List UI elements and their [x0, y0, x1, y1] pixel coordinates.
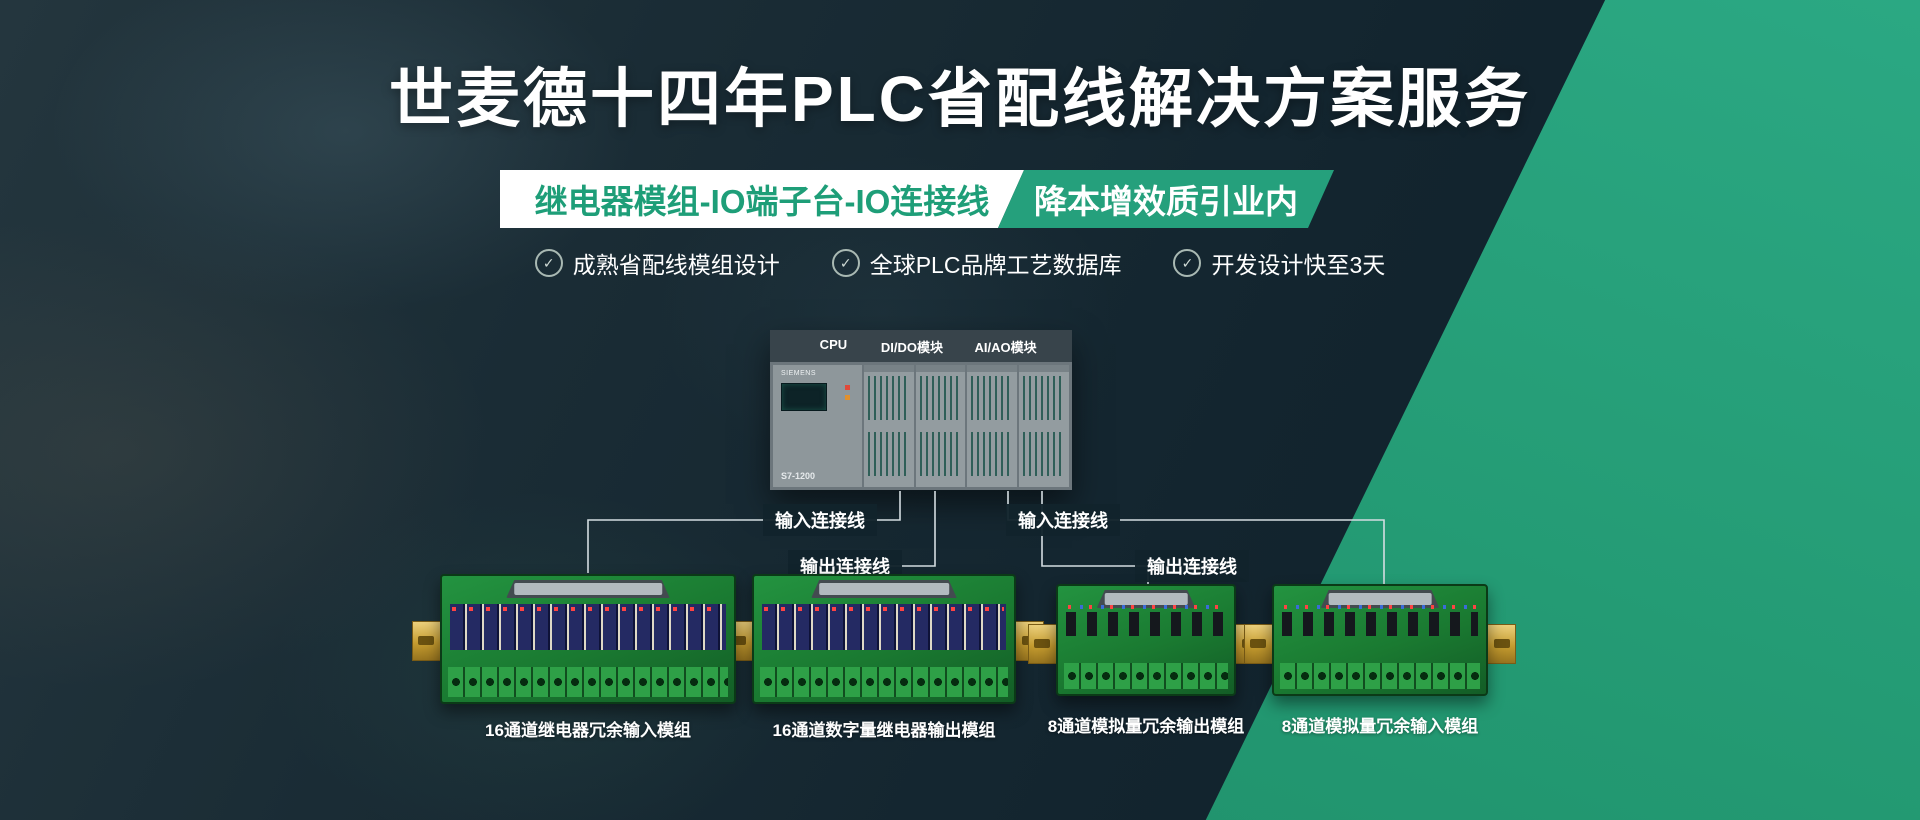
- module-caption: 8通道模拟量冗余输入模组: [1281, 717, 1479, 736]
- relay-row: [450, 604, 726, 650]
- plc-cpu-unit: SIEMENS S7-1200: [773, 365, 862, 487]
- io-module-relay-input: [412, 574, 764, 704]
- feature-label: 全球PLC品牌工艺数据库: [869, 252, 1122, 278]
- check-circle-icon: ✓: [534, 249, 563, 277]
- plc-dido-slot: [915, 365, 966, 487]
- ribbon-left-text: 继电器模组-IO端子台-IO连接线: [500, 170, 1024, 228]
- relay-row: [762, 604, 1006, 650]
- feature-label: 成熟省配线模组设计: [572, 252, 780, 278]
- component-row: [1066, 605, 1226, 636]
- plc-slot-cap: [915, 365, 966, 372]
- io-module-relay-output: [724, 574, 1044, 704]
- plc-brand-label: SIEMENS: [781, 370, 817, 377]
- ribbon-right-text: 降本增效质引业内: [998, 170, 1334, 228]
- feature-list: ✓ 成熟省配线模组设计 ✓ 全球PLC品牌工艺数据库 ✓ 开发设计快至3天: [0, 246, 1920, 280]
- terminal-row: [1280, 663, 1480, 689]
- check-circle-icon: ✓: [831, 249, 860, 277]
- io-module-analog-input: [1244, 584, 1516, 696]
- pcb-board: [1056, 584, 1236, 696]
- plc-led-icon: [844, 385, 850, 390]
- feature-item: ✓ 开发设计快至3天: [1173, 246, 1385, 280]
- plc-led-icon: [844, 395, 850, 400]
- plc-slot-cap: [863, 365, 914, 372]
- plc-screen: [781, 383, 827, 411]
- module-caption: 8通道模拟量冗余输出模组: [1047, 717, 1245, 736]
- plc-slot-cap: [1019, 365, 1069, 372]
- feature-label: 开发设计快至3天: [1211, 252, 1386, 278]
- check-circle-icon: ✓: [1173, 249, 1202, 277]
- plc-device: CPU DI/DO模块 AI/AO模块 SIEMENS S7-1200: [770, 330, 1072, 490]
- ribbon: 继电器模组-IO端子台-IO连接线 降本增效质引业内: [500, 170, 1334, 228]
- top-connector: [506, 580, 670, 598]
- feature-item: ✓ 全球PLC品牌工艺数据库: [831, 246, 1122, 280]
- plc-slot-cap: [967, 365, 1018, 372]
- terminal-row: [1064, 663, 1228, 689]
- feature-item: ✓ 成熟省配线模组设计: [534, 246, 780, 280]
- plc-aiao-slot: [1019, 365, 1069, 487]
- module-caption: 16通道继电器冗余输入模组: [485, 721, 691, 740]
- label-right-output-cable: 输出连接线: [1135, 550, 1249, 582]
- plc-label-dido: DI/DO模块: [880, 340, 943, 355]
- banner-title: 世麦德十四年PLC省配线解决方案服务: [389, 63, 1531, 135]
- pcb-board: [440, 574, 736, 704]
- plc-label-cpu: CPU: [819, 337, 848, 352]
- module-caption: 16通道数字量继电器输出模组: [772, 721, 996, 740]
- terminal-row: [448, 667, 728, 697]
- plc-top-face: CPU DI/DO模块 AI/AO模块: [770, 330, 1072, 362]
- io-module-analog-output: [1028, 584, 1264, 696]
- top-connector: [811, 580, 957, 598]
- plc-label-aiao: AI/AO模块: [974, 340, 1037, 355]
- pcb-board: [752, 574, 1016, 704]
- terminal-row: [760, 667, 1008, 697]
- label-right-input-cable: 输入连接线: [1006, 504, 1120, 536]
- plc-body: SIEMENS S7-1200: [770, 362, 1072, 490]
- pcb-board: [1272, 584, 1488, 696]
- top-connector: [1097, 590, 1196, 608]
- plc-dido-slot: [863, 365, 914, 487]
- component-row: [1282, 605, 1478, 636]
- plc-aiao-slot: [967, 365, 1018, 487]
- label-left-input-cable: 输入连接线: [763, 504, 877, 536]
- top-connector: [1321, 590, 1440, 608]
- plc-model-label: S7-1200: [781, 471, 816, 481]
